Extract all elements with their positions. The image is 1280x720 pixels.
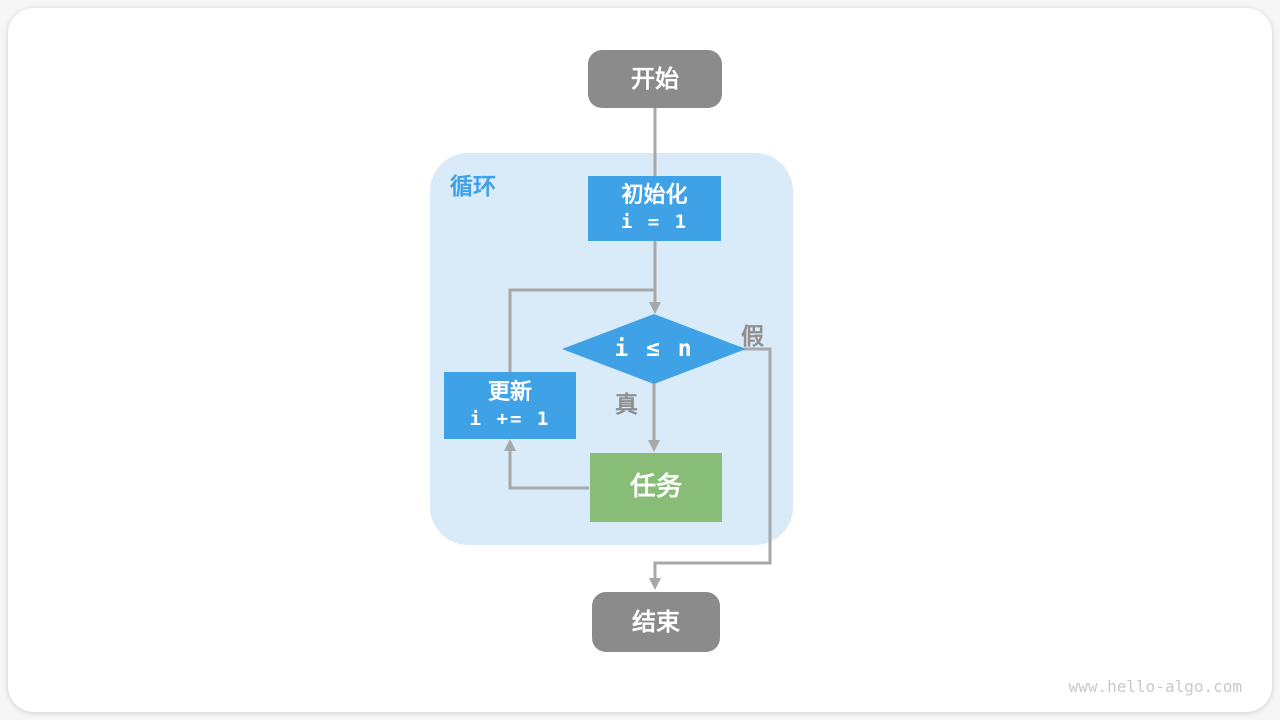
update-node-title: 更新 [487,379,532,405]
edge-task-to-update [508,450,589,490]
end-node: 结束 [592,592,720,652]
end-node-label: 结束 [632,608,680,636]
condition-diamond: i ≤ n [562,314,746,384]
arrowhead-into-task [648,440,660,452]
edge-update-to-condition [508,288,655,372]
loop-region-label: 循环 [450,174,496,200]
init-node: 初始化 i = 1 [588,176,721,241]
update-node: 更新 i += 1 [444,372,576,439]
watermark: www.hello-algo.com [1068,677,1242,696]
edge-condition-to-end [653,347,772,579]
init-node-title: 初始化 [621,182,688,208]
start-node-label: 开始 [631,65,679,93]
arrowhead-into-update [504,439,516,451]
false-branch-label: 假 [741,324,764,350]
true-branch-label: 真 [615,392,638,418]
arrowhead-into-condition [649,302,661,314]
condition-code: i ≤ n [614,336,694,362]
arrowhead-into-end [649,578,661,590]
update-node-code: i += 1 [469,408,551,431]
task-node-label: 任务 [629,472,682,503]
start-node: 开始 [588,50,722,108]
init-node-code: i = 1 [620,211,689,234]
task-node: 任务 [590,453,722,522]
condition-diamond-shape [562,314,746,384]
